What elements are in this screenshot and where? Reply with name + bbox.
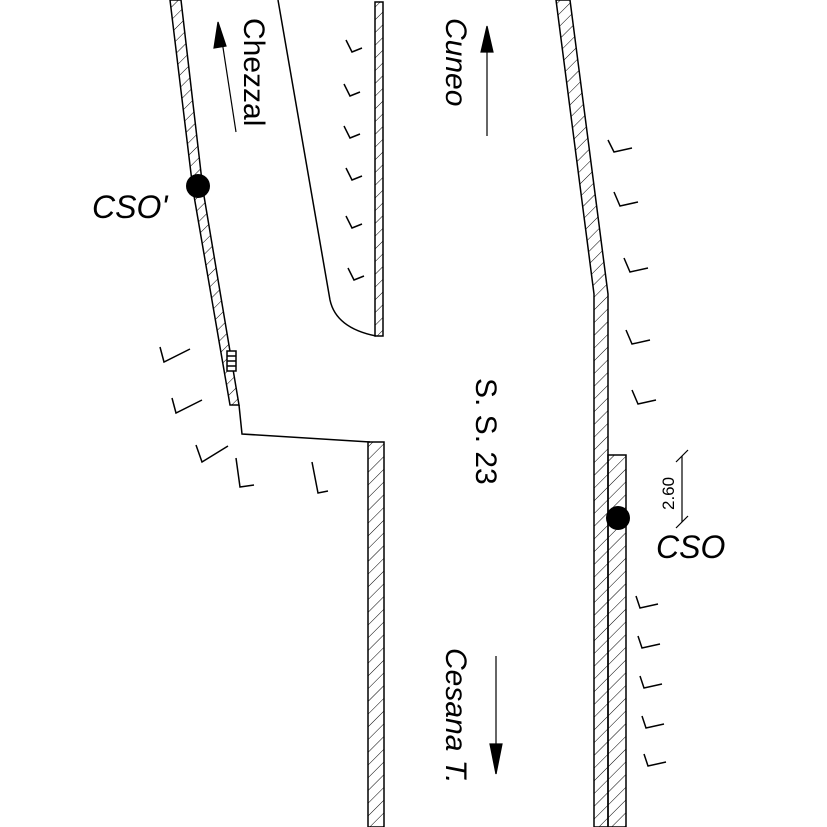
- arrow-up-icon: [480, 25, 494, 136]
- cso-prime-label: CSO': [92, 189, 169, 225]
- slope-markers: [159, 39, 667, 767]
- cso-marker: [606, 506, 630, 530]
- side-road-chezzal: [277, 0, 384, 337]
- direction-down-label: Cesana T.: [439, 648, 472, 784]
- right-wall: [555, 0, 627, 827]
- dimension-label: 2.60: [659, 477, 678, 510]
- cso-prime-marker: [186, 174, 210, 198]
- side-road-label: Chezzal: [237, 18, 270, 126]
- arrow-down-icon: [489, 656, 503, 775]
- left-lower-wall: [367, 441, 385, 827]
- direction-up-label: Cuneo: [439, 18, 472, 106]
- dimension-line: [675, 449, 689, 529]
- arrow-chezzal-icon: [213, 21, 237, 133]
- road-label: S. S. 23: [469, 378, 502, 485]
- cso-label: CSO: [656, 529, 725, 565]
